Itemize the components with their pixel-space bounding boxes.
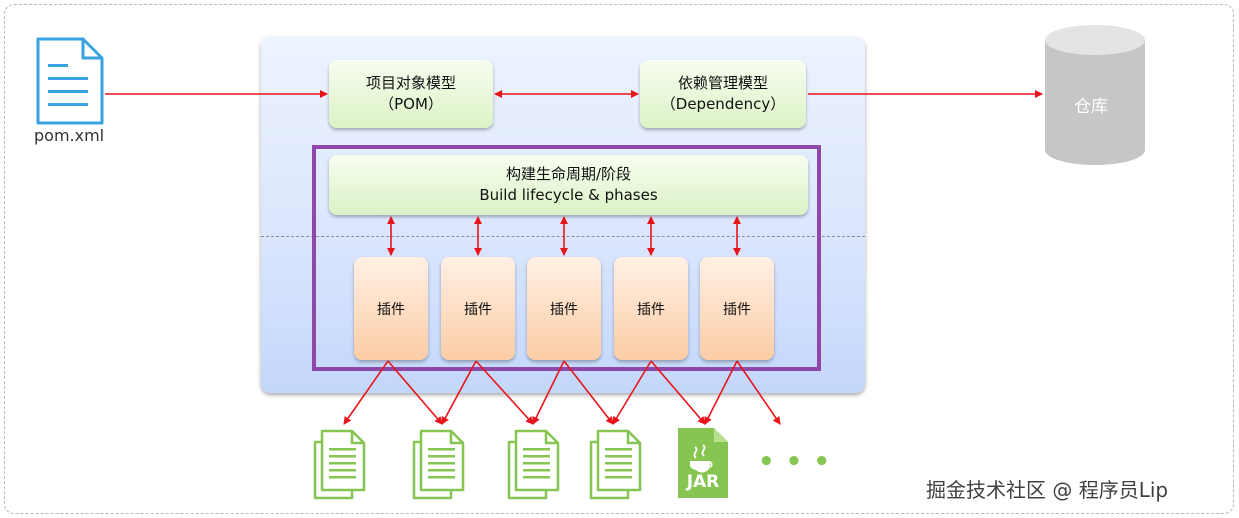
plugin-box-5: 插件 — [700, 257, 774, 360]
arrow-plugin4-output4 — [612, 360, 652, 425]
document-icon — [589, 429, 642, 500]
xml-file-icon — [36, 37, 104, 125]
lifecycle-title: 构建生命周期/阶段 — [505, 165, 632, 183]
document-icon — [412, 429, 465, 500]
arrow-plugin1-output1 — [343, 360, 389, 425]
repository — [1044, 24, 1146, 166]
lifecycle-subtitle: Build lifecycle & phases — [479, 186, 658, 204]
pom-model-title: 项目对象模型 — [365, 74, 456, 92]
arrow-plugin4-output5 — [650, 360, 706, 425]
database-icon — [1045, 25, 1145, 165]
ellipsis-icon: • • • — [758, 447, 831, 477]
arrow-plugin1-output2 — [387, 360, 443, 425]
dependency-model-subtitle: （Dependency） — [660, 95, 786, 113]
arrow-plugin3-output4 — [563, 360, 614, 425]
document-icon — [313, 429, 366, 500]
dependency-model-title: 依赖管理模型 — [677, 74, 768, 92]
document-icon — [507, 429, 560, 500]
dependency-model-box: 依赖管理模型 （Dependency） — [640, 60, 806, 128]
lifecycle-frame — [312, 145, 821, 371]
plugin-box-2: 插件 — [441, 257, 515, 360]
arrow-plugin2-output2 — [441, 360, 477, 425]
pom-model-box: 项目对象模型 （POM） — [329, 60, 493, 128]
arrow-plugin3-output3 — [532, 360, 565, 425]
jar-label: JAR — [686, 472, 720, 492]
arrow-plugin2-output3 — [475, 360, 534, 425]
repository-label: 仓库 — [1074, 97, 1108, 117]
plugin-box-1: 插件 — [354, 257, 428, 360]
arrow-plugin5-output5 — [704, 360, 738, 425]
arrow-plugin5-output6 — [736, 360, 781, 425]
pom-file-label: pom.xml — [34, 126, 105, 145]
plugin-box-3: 插件 — [527, 257, 601, 360]
diagram-frame — [4, 4, 1234, 514]
pom-file — [36, 37, 106, 127]
watermark: 掘金技术社区 @ 程序员Lip — [926, 478, 1169, 502]
lifecycle-box: 构建生命周期/阶段 Build lifecycle & phases — [329, 155, 808, 215]
jar-file-icon — [678, 428, 728, 498]
pom-model-subtitle: （POM） — [379, 95, 443, 113]
plugin-box-4: 插件 — [614, 257, 688, 360]
